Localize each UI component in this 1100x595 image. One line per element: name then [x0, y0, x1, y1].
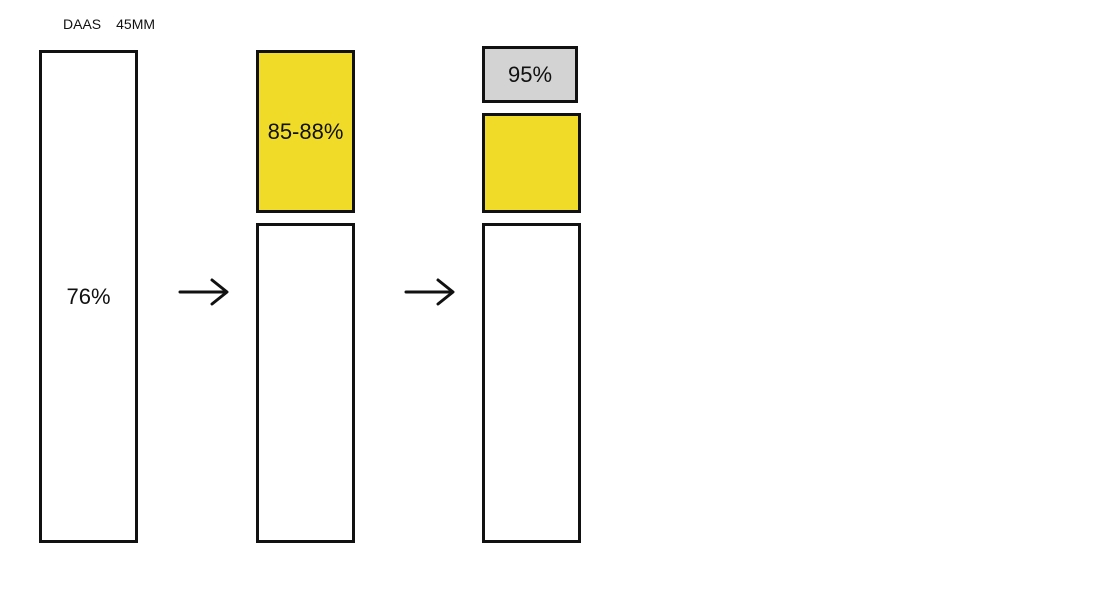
stage-3-upper-block [482, 113, 581, 213]
stage-3-top-cap: 95% [482, 46, 578, 103]
stage-2-base-block [256, 223, 355, 543]
stage-3-label: 95% [507, 61, 553, 87]
arrow-right-icon [404, 278, 455, 306]
header-name: DAAS [63, 16, 102, 32]
arrow-right-icon [178, 278, 229, 306]
stage-3-base-block [482, 223, 581, 543]
stage-1-bar: 76% [39, 50, 138, 543]
header-size: 45MM [116, 16, 156, 32]
stage-1-label: 76% [66, 283, 111, 309]
stage-2-label: 85-88% [267, 118, 344, 144]
diagram-header: DAAS 45MM [63, 16, 155, 32]
stage-2-upper-block: 85-88% [256, 50, 355, 213]
